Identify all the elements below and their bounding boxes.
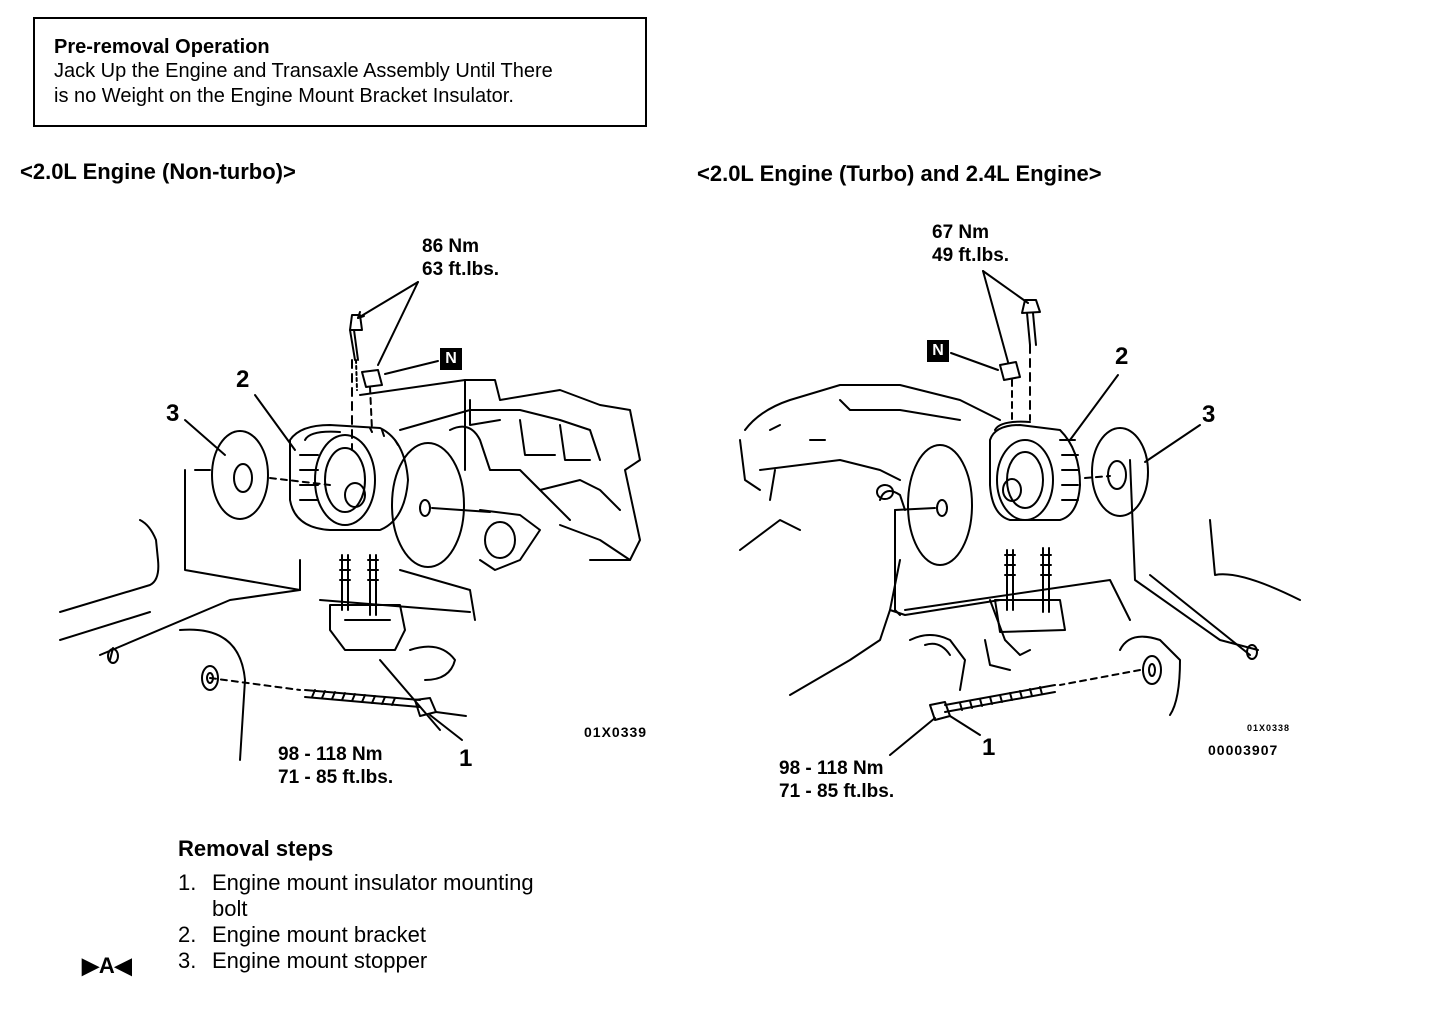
pre-removal-line-1: Jack Up the Engine and Transaxle Assembl… bbox=[54, 60, 553, 82]
pre-removal-title: Pre-removal Operation bbox=[54, 36, 270, 58]
removal-steps-title: Removal steps bbox=[178, 836, 334, 861]
removal-step: 3. Engine mount stopper bbox=[178, 948, 628, 974]
right-callout-2: 2 bbox=[1115, 343, 1129, 370]
pre-removal-line-2: is no Weight on the Engine Mount Bracket… bbox=[54, 85, 514, 107]
left-callout-3: 3 bbox=[166, 400, 180, 427]
step-number: 2. bbox=[178, 922, 197, 947]
right-torque-top-nm: 67 Nm bbox=[932, 222, 990, 243]
right-callout-1: 1 bbox=[982, 734, 996, 761]
step-number: 3. bbox=[178, 948, 197, 973]
left-torque-top-nm: 86 Nm bbox=[422, 236, 480, 257]
step-text: Engine mount stopper bbox=[212, 948, 428, 973]
left-torque-top-ftlbs: 63 ft.lbs. bbox=[422, 259, 500, 280]
service-point-marker: ▶A◀ bbox=[82, 953, 132, 978]
right-torque-bottom-ftlbs: 71 - 85 ft.lbs. bbox=[779, 781, 895, 802]
left-engine-mount-diagram bbox=[59, 281, 641, 761]
removal-step: 1. Engine mount insulator mounting bolt bbox=[178, 870, 628, 922]
pre-removal-box: Pre-removal Operation Jack Up the Engine… bbox=[33, 17, 647, 127]
right-n-marker: N bbox=[927, 340, 949, 362]
right-diagram-heading: <2.0L Engine (Turbo) and 2.4L Engine> bbox=[697, 161, 1102, 186]
left-callout-2: 2 bbox=[236, 366, 250, 393]
step-text-continued: bolt bbox=[212, 896, 248, 921]
right-figure-code: 00003907 bbox=[1208, 742, 1279, 758]
left-n-marker: N bbox=[440, 348, 462, 370]
right-torque-bottom-nm: 98 - 118 Nm bbox=[779, 758, 884, 779]
left-figure-code: 01X0339 bbox=[584, 724, 648, 740]
left-torque-bottom-ftlbs: 71 - 85 ft.lbs. bbox=[278, 767, 394, 788]
left-callout-1: 1 bbox=[459, 745, 473, 772]
removal-steps: Removal steps 1. Engine mount insulator m… bbox=[178, 836, 628, 974]
step-text: Engine mount insulator mounting bbox=[212, 870, 534, 895]
step-number: 1. bbox=[178, 870, 197, 895]
left-torque-bottom-nm: 98 - 118 Nm bbox=[278, 744, 383, 765]
removal-step: 2. Engine mount bracket bbox=[178, 922, 628, 948]
right-torque-top-ftlbs: 49 ft.lbs. bbox=[932, 245, 1010, 266]
right-engine-mount-diagram bbox=[739, 270, 1301, 756]
step-text: Engine mount bracket bbox=[212, 922, 427, 947]
right-figure-code-small: 01X0338 bbox=[1247, 723, 1291, 733]
left-diagram-heading: <2.0L Engine (Non-turbo)> bbox=[20, 159, 296, 184]
right-callout-3: 3 bbox=[1202, 401, 1216, 428]
